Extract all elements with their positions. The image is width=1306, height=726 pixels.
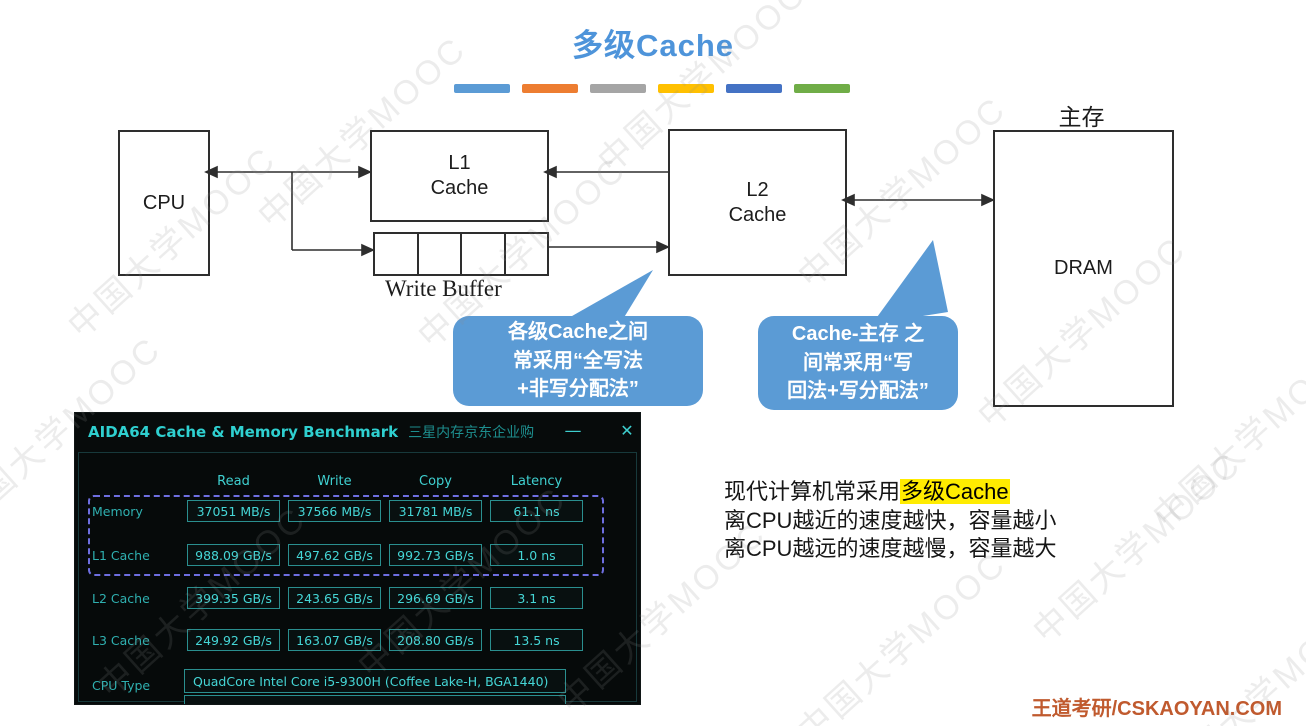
- benchmark-value: 497.62 GB/s: [288, 544, 381, 566]
- l1-cache-box: L1 Cache: [370, 130, 549, 222]
- arrow-writebuffer-l2: [547, 240, 670, 254]
- clipped-row: [79, 695, 640, 704]
- benchmark-value: 37566 MB/s: [288, 500, 381, 522]
- row-label: L3 Cache: [92, 632, 150, 648]
- arrow-cpu-l1: [204, 165, 372, 179]
- aida64-window-subtitle: 三星内存京东企业购: [408, 425, 535, 441]
- bubble-cache-levels: 各级Cache之间 常采用“全写法 +非写分配法”: [453, 316, 703, 406]
- benchmark-value: 13.5 ns: [490, 629, 583, 651]
- row-label: L2 Cache: [92, 590, 150, 606]
- accent-dash: [658, 84, 714, 93]
- l2-label-line2: Cache: [728, 203, 787, 226]
- benchmark-value: 249.92 GB/s: [187, 629, 280, 651]
- benchmark-value: 243.65 GB/s: [288, 587, 381, 609]
- benchmark-row-l2-cache: L2 Cache 399.35 GB/s 243.65 GB/s 296.69 GB/…: [79, 586, 640, 610]
- accent-dash: [794, 84, 850, 93]
- column-header-write: Write: [317, 473, 352, 489]
- bubble2-line2: 间常采用“写: [803, 351, 913, 374]
- benchmark-row-memory: Memory 37051 MB/s 37566 MB/s 31781 MB/s 61.1…: [79, 499, 640, 523]
- cpu-label: CPU: [142, 191, 186, 214]
- bubble1-line1: 各级Cache之间: [507, 321, 649, 344]
- cpu-type-value: QuadCore Intel Core i5-9300H (Coffee Lak…: [184, 669, 566, 693]
- notes-line2: 离CPU越近的速度越快，容量越小: [724, 507, 1057, 533]
- benchmark-value: 37051 MB/s: [187, 500, 280, 522]
- row-label: L1 Cache: [92, 547, 150, 563]
- row-label: Memory: [92, 503, 143, 519]
- benchmark-value: 1.0 ns: [490, 544, 583, 566]
- bubble2-line3: 回法+写分配法”: [787, 380, 929, 403]
- benchmark-value: 208.80 GB/s: [389, 629, 482, 651]
- notes-line1: 现代计算机常采用多级Cache: [724, 479, 1010, 504]
- bubble-cache-memory: Cache-主存 之 间常采用“写 回法+写分配法”: [758, 316, 958, 410]
- dram-box: DRAM: [993, 130, 1174, 407]
- arrow-l2-dram: [841, 193, 995, 207]
- notes-block: 现代计算机常采用多级Cache 离CPU越近的速度越快，容量越小 离CPU越远的…: [724, 478, 1056, 564]
- clipped-row-box: [184, 695, 566, 704]
- cpu-type-row: CPU Type QuadCore Intel Core i5-9300H (C…: [79, 669, 640, 697]
- l1-label-line1: L1: [448, 152, 471, 174]
- bubble1-line2: 常采用“全写法: [513, 349, 643, 372]
- write-buffer-cell: [375, 234, 419, 274]
- bubble1-tail: [558, 270, 653, 324]
- write-buffer-cell: [419, 234, 462, 274]
- notes-line3: 离CPU越远的速度越慢，容量越大: [724, 536, 1057, 562]
- main-memory-label: 主存: [1058, 105, 1105, 130]
- page-title: 多级Cache: [571, 28, 735, 63]
- close-button[interactable]: ✕: [620, 421, 634, 440]
- brand-footer: 王道考研/CSKAOYAN.COM: [1031, 698, 1282, 720]
- selection-outline: [88, 495, 604, 576]
- cpu-type-label: CPU Type: [92, 677, 151, 693]
- dram-label: DRAM: [1054, 257, 1113, 279]
- write-buffer-cell: [462, 234, 506, 274]
- write-buffer-label: Write Buffer: [385, 276, 502, 301]
- write-buffer-box: [373, 232, 549, 276]
- column-header-read: Read: [217, 473, 250, 489]
- accent-dash: [590, 84, 646, 93]
- benchmark-row-l1-cache: L1 Cache 988.09 GB/s 497.62 GB/s 992.73 GB/…: [79, 543, 640, 567]
- accent-dash: [522, 84, 578, 93]
- benchmark-header-row: Read Write Copy Latency: [79, 469, 640, 493]
- l2-label-line1: L2: [746, 178, 769, 201]
- title-accent-bars: [454, 84, 850, 93]
- cpu-box: CPU: [118, 130, 210, 276]
- benchmark-value: 992.73 GB/s: [389, 544, 482, 566]
- accent-dash: [726, 84, 782, 93]
- bubble2-line1: Cache-主存 之: [791, 323, 925, 346]
- benchmark-value: 399.35 GB/s: [187, 587, 280, 609]
- benchmark-value: 3.1 ns: [490, 587, 583, 609]
- benchmark-row-l3-cache: L3 Cache 249.92 GB/s 163.07 GB/s 208.80 GB/…: [79, 628, 640, 652]
- column-header-latency: Latency: [510, 473, 563, 489]
- benchmark-value: 988.09 GB/s: [187, 544, 280, 566]
- benchmark-value: 31781 MB/s: [389, 500, 482, 522]
- bubble2-tail: [872, 240, 948, 324]
- benchmark-value: 61.1 ns: [490, 500, 583, 522]
- l2-cache-box: L2 Cache: [668, 129, 847, 276]
- bubble1-line3: +非写分配法”: [517, 378, 639, 401]
- column-header-copy: Copy: [419, 473, 452, 489]
- accent-dash: [454, 84, 510, 93]
- benchmark-value: 163.07 GB/s: [288, 629, 381, 651]
- highlighted-term: 多级Cache: [900, 479, 1010, 504]
- benchmark-value: 296.69 GB/s: [389, 587, 482, 609]
- benchmark-panel: Read Write Copy Latency Memory 37051 MB/s…: [78, 452, 640, 704]
- arrow-l2-l1: [543, 165, 668, 179]
- arrow-cpu-writebuffer: [291, 172, 375, 257]
- l1-label-line2: Cache: [430, 177, 489, 199]
- minimize-button[interactable]: —: [564, 421, 582, 441]
